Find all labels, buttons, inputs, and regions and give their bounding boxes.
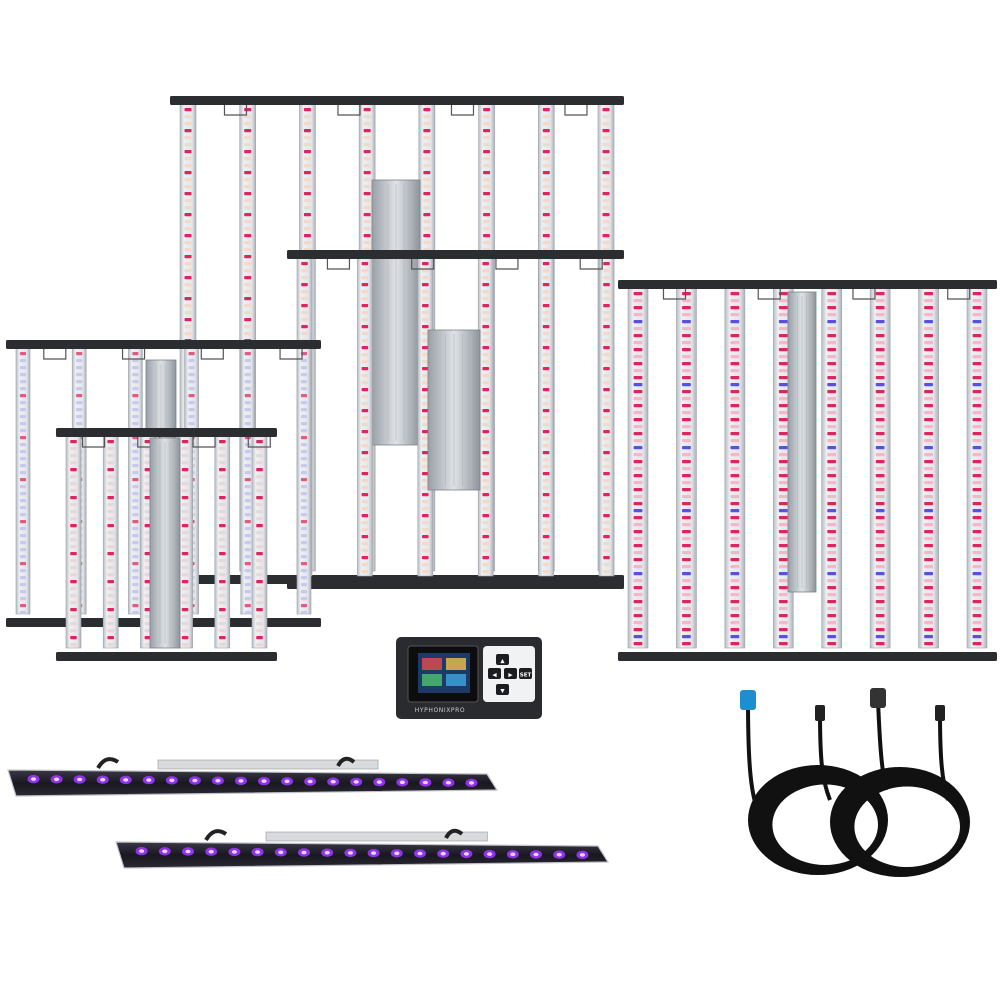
frame-rail-bottom xyxy=(618,652,997,661)
connector xyxy=(935,705,945,721)
controller-button-label: ◀ xyxy=(492,673,497,679)
controller-brand: HYPHONIXPRO xyxy=(415,707,466,714)
frame-rail-top xyxy=(6,340,321,349)
controller-button xyxy=(496,654,509,665)
fixtures-layer xyxy=(6,96,997,661)
uv-bars xyxy=(7,756,610,869)
controller-button xyxy=(504,668,517,679)
controller-button xyxy=(496,684,509,695)
left-fixture-front xyxy=(56,428,277,661)
right-fixture xyxy=(618,280,997,661)
frame-rail-bottom xyxy=(56,652,277,661)
controller-button xyxy=(488,668,501,679)
uv-bar xyxy=(7,756,499,797)
controller-button-label: ▲ xyxy=(500,659,505,665)
controller: ▲ ◀ ▶ SET ▼ HYPHONIXPRO xyxy=(396,637,542,719)
frame-rail-top xyxy=(618,280,997,289)
connector-blue xyxy=(740,690,756,710)
connector xyxy=(815,705,825,721)
uv-bar xyxy=(115,828,610,869)
controller-button xyxy=(519,668,532,679)
cables xyxy=(740,688,970,878)
connector xyxy=(870,688,886,708)
controller-button-label: SET xyxy=(520,673,532,679)
medium-fixture-center xyxy=(287,250,624,589)
controller-button-label: ▼ xyxy=(500,689,505,695)
controller-button-label: ▶ xyxy=(508,673,513,679)
frame-rail-top xyxy=(170,96,624,105)
frame-rail-bottom xyxy=(287,580,624,589)
frame-rail-top xyxy=(287,250,624,259)
frame-rail-top xyxy=(56,428,277,437)
cable-coil xyxy=(830,766,970,878)
